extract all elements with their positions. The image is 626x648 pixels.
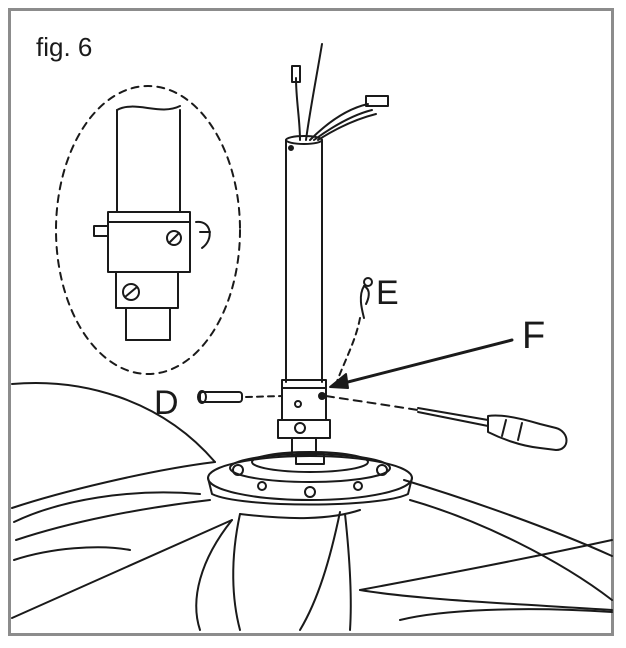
downrod-icon [277,135,331,457]
callout-e: E [376,274,399,312]
fan-blade-icon [11,382,613,631]
screwdriver-icon [325,395,568,451]
figure-number: fig. 6 [36,32,93,62]
callout-d: D [154,384,179,422]
motor-housing-icon [207,451,413,506]
arrow-f-icon [329,338,514,389]
hairpin-clip-icon [335,277,373,385]
set-screw-icon [166,230,182,246]
wire-leads-icon [291,43,389,141]
callout-f: F [522,315,546,357]
detail-inset [55,85,241,375]
clevis-pin-icon [197,390,283,404]
